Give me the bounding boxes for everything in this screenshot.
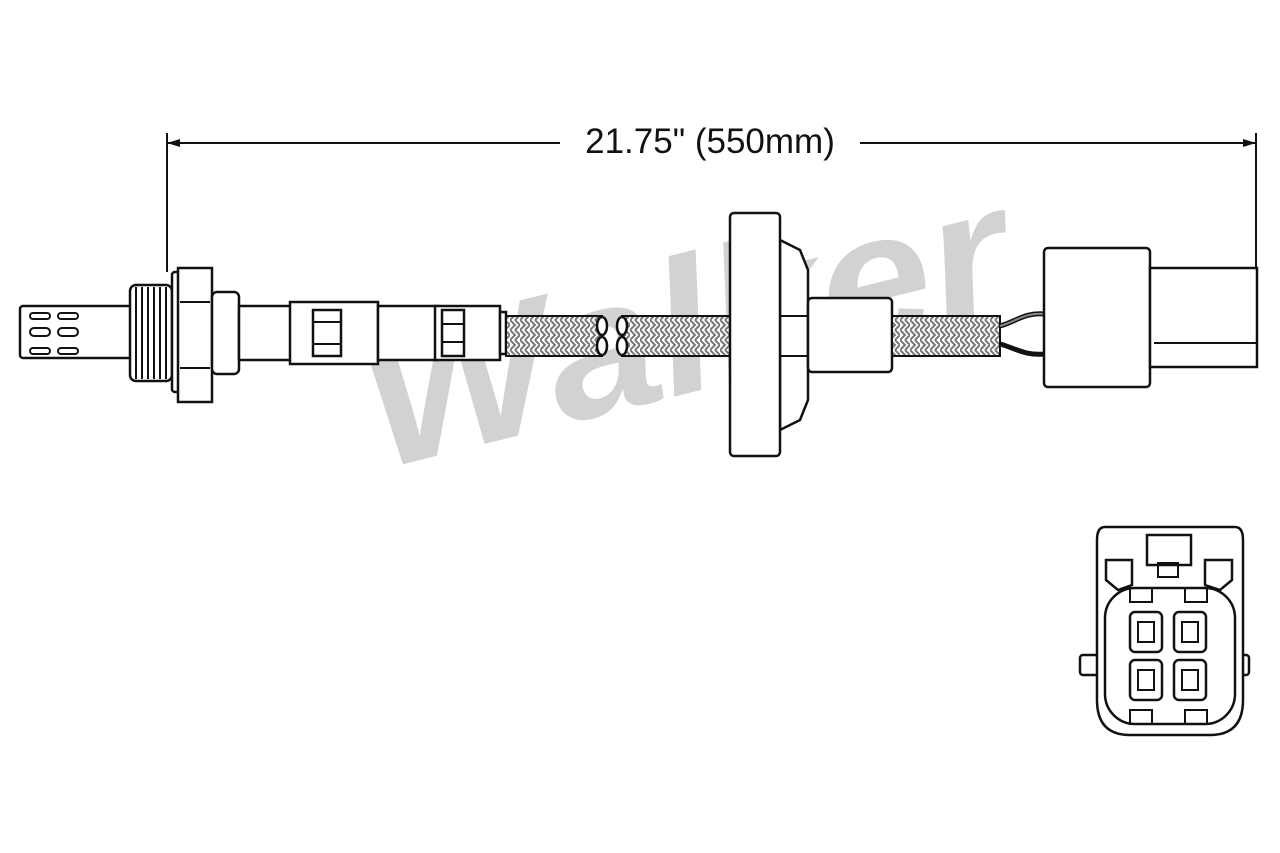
sensor-body-2 <box>376 304 440 362</box>
connector-side <box>1042 246 1259 389</box>
crimp-sleeve-1 <box>288 300 380 366</box>
crimp-sleeve-2 <box>433 304 508 362</box>
sensor-tip <box>18 304 134 360</box>
connector-end-view <box>1078 525 1251 737</box>
collar <box>210 290 241 376</box>
braided-cable <box>505 315 731 357</box>
lead-wires <box>999 311 1046 357</box>
length-dimension-label: 21.75" (550mm) <box>560 118 860 166</box>
grommet <box>728 211 894 458</box>
sensor-body <box>237 304 296 362</box>
hex-nut <box>176 266 214 404</box>
braided-cable-2 <box>891 315 1001 357</box>
threaded-section <box>128 283 174 383</box>
